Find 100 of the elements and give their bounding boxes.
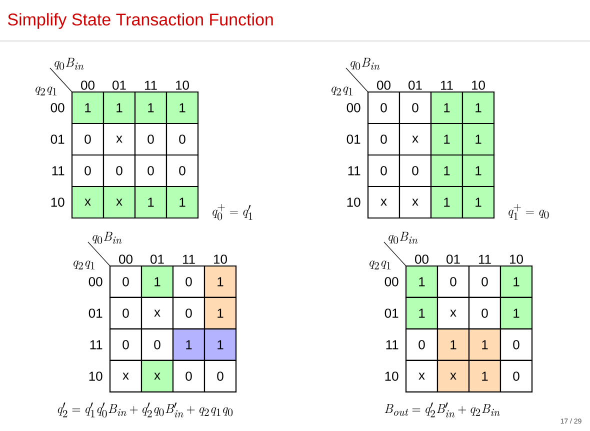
row-header: 11 <box>348 166 360 176</box>
kmap-cell: x <box>102 122 136 156</box>
kmap-cell: 1 <box>500 265 533 298</box>
row-header: 00 <box>346 103 360 112</box>
kmap-cell: 0 <box>398 91 432 124</box>
column-header: 11 <box>183 254 195 264</box>
kmap-cell: 0 <box>398 154 432 188</box>
variable-label: $q_2q_1$ <box>74 260 94 270</box>
kmap-cell: 1 <box>204 265 237 298</box>
column-header: 10 <box>176 80 189 90</box>
kmap-cell: 1 <box>204 296 237 330</box>
column-header: 10 <box>214 254 227 264</box>
kmap-cell: 1 <box>462 91 495 124</box>
kmap-cell: 1 <box>430 122 464 156</box>
row-header: 00 <box>88 277 102 286</box>
kmap-cell: 0 <box>367 154 400 188</box>
kmap-cell: 1 <box>430 186 464 219</box>
kmap-cell: 0 <box>71 122 104 156</box>
column-header: 01 <box>150 254 164 264</box>
kmap-cell: 0 <box>172 265 206 298</box>
kmap-cell: 1 <box>204 328 237 362</box>
kmap-cell: 0 <box>134 122 168 156</box>
kmap-cell: 1 <box>462 154 495 188</box>
variable-label: $q_2q_1$ <box>332 86 352 96</box>
equation: $B_{out} = q_2'B_{in}' + q_2B_{in}$ <box>384 402 500 418</box>
kmap-cell: 1 <box>166 91 199 124</box>
kmap-cell: 0 <box>109 328 142 362</box>
kmap-cell: 0 <box>367 91 400 124</box>
row-header: 00 <box>50 103 64 112</box>
kmap-cell: 0 <box>468 265 502 298</box>
kmap-cell: x <box>140 360 174 393</box>
column-header: 00 <box>81 80 94 90</box>
kmap-cell: 0 <box>166 154 199 188</box>
column-header: 01 <box>446 254 460 264</box>
row-header: 11 <box>90 340 102 350</box>
kmap-cell: 0 <box>172 360 206 393</box>
column-header: 10 <box>510 254 523 264</box>
column-header: 11 <box>479 254 491 264</box>
equation: $q_2' = q_1'q_0'B_{in} + q_2'q_0B_{in}' + q_2q_1q_0$ <box>58 402 233 418</box>
variable-label: $q_0B_{in}$ <box>388 232 418 244</box>
kmap-cell: 0 <box>204 360 237 393</box>
kmap-cell: 1 <box>71 91 104 124</box>
kmap-cell: x <box>140 296 174 330</box>
kmap-cell: x <box>436 360 470 393</box>
kmap-cell: 1 <box>430 91 464 124</box>
kmap-cell: 0 <box>500 360 533 393</box>
slide-title: Simplify State Transaction Function <box>8 13 273 29</box>
variable-label: $q_0B_{in}$ <box>54 58 84 70</box>
equation: $q_0^+ = q_1'$ <box>212 204 252 220</box>
kmap-cell: 0 <box>468 296 502 330</box>
kmap-cell: 0 <box>172 296 206 330</box>
kmap-cell: x <box>109 360 142 393</box>
variable-label: $q_2q_1$ <box>36 86 56 96</box>
row-header: 10 <box>385 372 398 381</box>
kmap-cell: x <box>436 296 470 330</box>
kmap-cell: 1 <box>134 186 168 219</box>
column-header: 01 <box>112 80 126 90</box>
kmap-cell: x <box>398 122 432 156</box>
kmap-cell: 0 <box>500 328 533 362</box>
kmap-cell: 0 <box>140 328 174 362</box>
kmap-cell: 1 <box>462 186 495 219</box>
kmap-cell: x <box>71 186 104 219</box>
column-header: 00 <box>119 254 132 264</box>
variable-label: $q_0B_{in}$ <box>92 232 122 244</box>
row-header: 01 <box>50 134 64 144</box>
kmap-cell: 0 <box>109 296 142 330</box>
kmap-cell: 0 <box>367 122 400 156</box>
row-header: 01 <box>346 134 360 144</box>
column-header: 00 <box>415 254 428 264</box>
kmap-cell: 1 <box>430 154 464 188</box>
column-header: 11 <box>441 80 453 90</box>
kmap-cell: 1 <box>102 91 136 124</box>
kmap-cell: x <box>405 360 438 393</box>
row-header: 00 <box>384 277 398 286</box>
kmap-cell: 0 <box>405 328 438 362</box>
row-header: 01 <box>384 308 398 318</box>
variable-label: $q_2q_1$ <box>370 260 390 270</box>
kmap-cell: 1 <box>468 360 502 393</box>
column-header: 10 <box>472 80 485 90</box>
kmap-cell: 1 <box>436 328 470 362</box>
column-header: 00 <box>377 80 390 90</box>
kmap-cell: 1 <box>462 122 495 156</box>
row-header: 01 <box>88 308 102 318</box>
kmap-cell: 0 <box>71 154 104 188</box>
row-header: 10 <box>89 372 102 381</box>
kmap-cell: x <box>367 186 400 219</box>
kmap-cell: x <box>398 186 432 219</box>
kmap-cell: 1 <box>166 186 199 219</box>
kmap-cell: 0 <box>109 265 142 298</box>
kmap-cell: 0 <box>134 154 168 188</box>
kmap-cell: x <box>102 186 136 219</box>
kmap-cell: 1 <box>405 296 438 330</box>
kmap-cell: 1 <box>134 91 168 124</box>
kmap-cell: 1 <box>140 265 174 298</box>
kmap-cell: 1 <box>172 328 206 362</box>
column-header: 11 <box>145 80 157 90</box>
kmap-cell: 0 <box>166 122 199 156</box>
row-header: 11 <box>52 166 64 176</box>
variable-label: $q_0B_{in}$ <box>350 58 380 70</box>
kmap-cell: 0 <box>102 154 136 188</box>
